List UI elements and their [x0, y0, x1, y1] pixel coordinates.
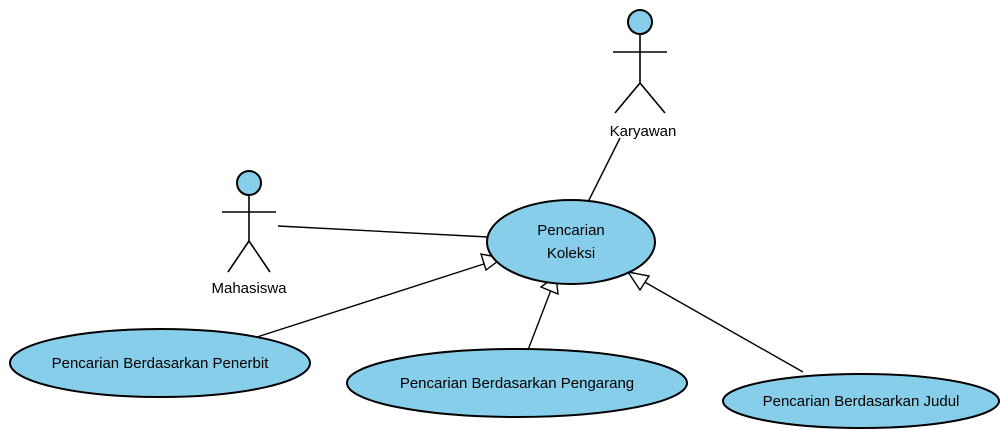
use-case-pencarian-penerbit[interactable]: Pencarian Berdasarkan Penerbit — [9, 328, 311, 398]
use-case-label-line2: Koleksi — [547, 245, 595, 262]
actor-label-mahasiswa: Mahasiswa — [211, 280, 287, 297]
use-case-label-line1: Pencarian — [537, 222, 605, 239]
generalization-pengarang-koleksi — [527, 274, 559, 351]
actor-label-karyawan: Karyawan — [610, 123, 677, 140]
use-case-label: Pencarian Berdasarkan Judul — [763, 393, 960, 410]
use-case-pencarian-judul[interactable]: Pencarian Berdasarkan Judul — [722, 373, 1000, 429]
actor-head-icon — [627, 9, 653, 35]
actor-karyawan[interactable]: Karyawan — [610, 9, 677, 140]
actor-mahasiswa[interactable]: Mahasiswa — [211, 170, 287, 297]
association-karyawan-koleksi — [584, 137, 621, 209]
generalization-judul-koleksi — [626, 271, 804, 373]
association-mahasiswa-koleksi — [277, 225, 489, 238]
use-case-pencarian-pengarang[interactable]: Pencarian Berdasarkan Pengarang — [346, 348, 688, 418]
use-case-label: Pencarian Berdasarkan Penerbit — [52, 355, 270, 372]
use-case-label: Pencarian Berdasarkan Pengarang — [400, 375, 634, 392]
actor-head-icon — [236, 170, 262, 196]
generalization-penerbit-koleksi — [256, 253, 504, 338]
use-case-pencarian-koleksi[interactable]: Pencarian Koleksi — [486, 199, 656, 285]
